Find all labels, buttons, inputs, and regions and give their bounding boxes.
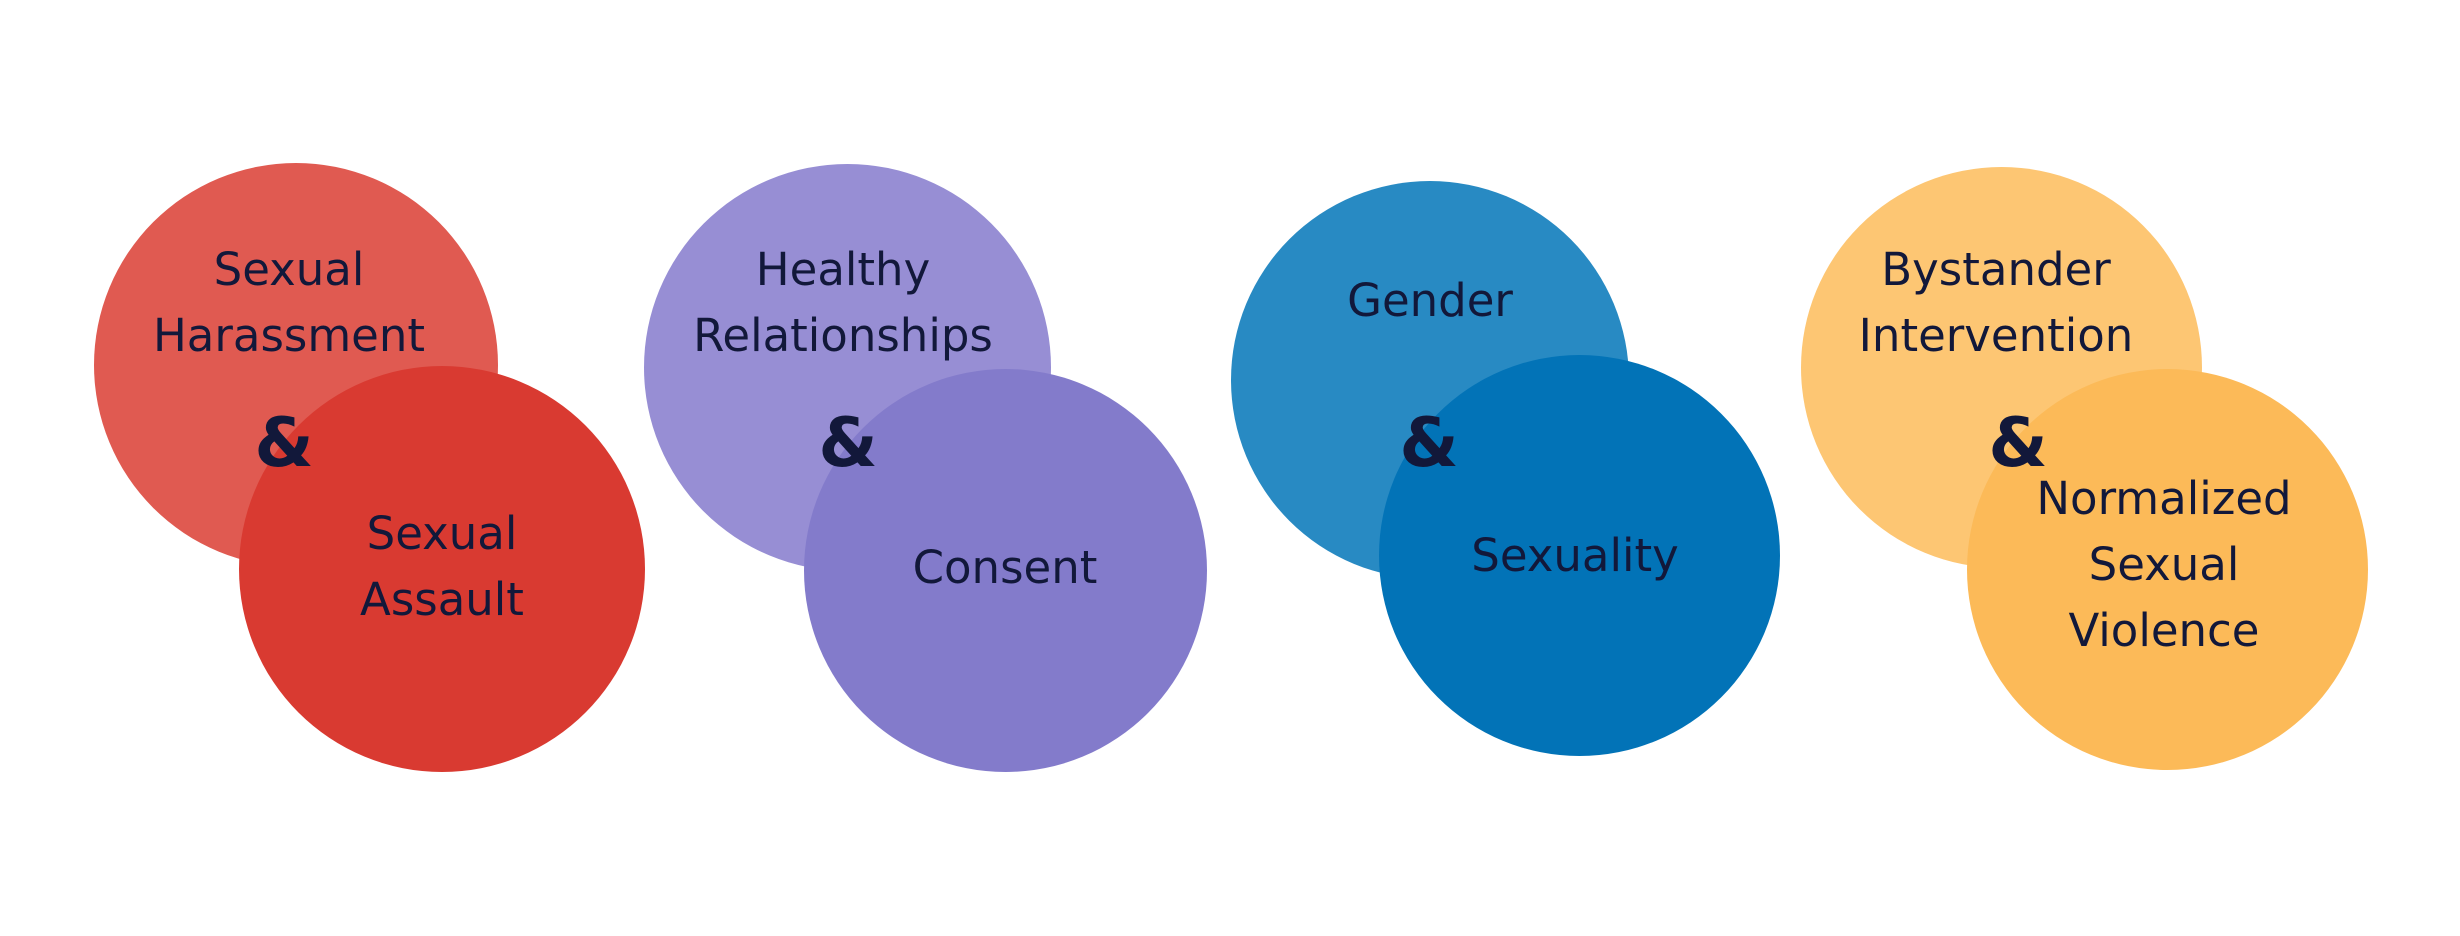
circle-normalized-sexual-violence [1967, 369, 2368, 770]
label-line: Sexuality [1471, 529, 1679, 582]
label-sexuality: Sexuality [1471, 523, 1678, 589]
label-line: Intervention [1858, 309, 2134, 362]
label-line: Normalized [2036, 472, 2292, 525]
label-sexual-assault: Sexual Assault [360, 501, 524, 633]
label-healthy-relationships: Healthy Relationships [693, 237, 993, 369]
ampersand-connector: & [254, 404, 314, 483]
circle-consent [804, 369, 1207, 772]
label-gender: Gender [1347, 268, 1513, 334]
label-line: Sexual [2088, 538, 2240, 591]
circle-sexual-assault [239, 366, 645, 772]
label-consent: Consent [913, 535, 1098, 601]
label-line: Sexual [366, 507, 518, 560]
label-line: Relationships [693, 309, 993, 362]
ampersand-connector: & [1988, 404, 2048, 483]
label-line: Gender [1347, 274, 1513, 327]
label-line: Sexual [213, 243, 365, 296]
ampersand-connector: & [1399, 404, 1459, 483]
label-line: Harassment [152, 309, 426, 362]
circle-sexuality [1379, 355, 1780, 756]
ampersand-connector: & [818, 404, 878, 483]
label-sexual-harassment: Sexual Harassment [153, 237, 425, 369]
label-line: Healthy [755, 243, 931, 296]
label-line: Assault [360, 573, 524, 626]
label-line: Bystander [1881, 243, 2111, 296]
label-line: Violence [2068, 604, 2260, 657]
label-normalized-sexual-violence: Normalized Sexual Violence [2036, 466, 2291, 664]
label-bystander-intervention: Bystander Intervention [1859, 237, 2134, 369]
label-line: Consent [912, 541, 1098, 594]
